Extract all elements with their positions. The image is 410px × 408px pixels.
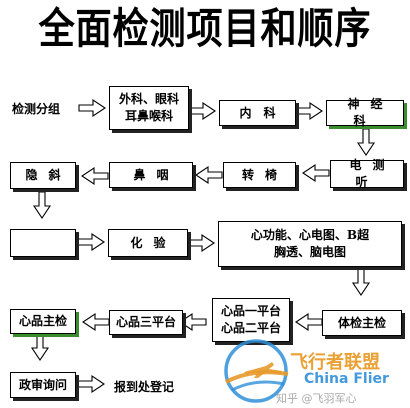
- watermark-brand: 飞行者联盟: [290, 352, 380, 373]
- step-huayan: 化验: [108, 229, 188, 257]
- arrow-xinpinzhujian-to-zhengshen: [31, 333, 49, 361]
- start-node: 检测分组: [12, 102, 61, 116]
- arrow-tijian-to-xinpin12: [295, 313, 323, 331]
- step-biyan: 鼻咽: [109, 162, 193, 188]
- step-neike: 内 科: [219, 100, 296, 126]
- step-waike-line1: 外科、眼科: [118, 92, 179, 106]
- step-xinpinzhujian: 心品主检: [10, 309, 76, 334]
- step-xinpin12: 心品一平台 心品二平台: [212, 298, 290, 342]
- step-zhuanyi: 转椅: [223, 162, 296, 188]
- arrow-start-to-waike: [78, 99, 106, 117]
- step-waike: 外科、眼科 耳鼻喉科: [109, 86, 189, 130]
- arrow-yinxie-to-santong: [33, 191, 51, 219]
- arrow-zhuanyi-to-biyan: [195, 166, 223, 184]
- arrow-santong-to-huayan: [77, 233, 105, 251]
- china-flier-logo-icon: [224, 339, 289, 403]
- arrow-zhengshen-to-end: [77, 375, 105, 393]
- arrow-neike-to-shenjing: [295, 102, 323, 120]
- arrow-xinpin12-to-xinpin3: [179, 313, 207, 331]
- end-node: 报到处登记: [114, 380, 175, 394]
- step-xinpin12-line1: 心品一平台: [220, 304, 281, 318]
- step-waike-line2: 耳鼻喉科: [124, 109, 173, 123]
- step-santong: [10, 229, 76, 257]
- arrow-huayan-to-xingongneng: [187, 234, 215, 252]
- step-zhengshen: 政审询问: [10, 372, 76, 398]
- diagram-title: 全面检测项目和顺序: [38, 4, 372, 53]
- step-yinxie: 隐斜: [10, 162, 76, 189]
- arrow-xinpin3-to-xinpinzhujian: [82, 313, 110, 331]
- arrow-waike-to-neike: [188, 102, 216, 120]
- watermark-credit: 知乎 @飞羽军心: [276, 392, 357, 405]
- arrow-shenjing-to-dianceting: [357, 128, 375, 156]
- step-dianceting: 电测听: [330, 158, 404, 189]
- step-xingongneng-line2: 胸透、脑电图: [273, 245, 346, 259]
- step-tijian: 体检主检: [322, 310, 402, 336]
- step-shenjing: 神经科: [326, 97, 404, 128]
- step-xingongneng: 心功能、心电图、B超 胸透、脑电图: [218, 221, 402, 267]
- step-xingongneng-line1: 心功能、心电图、B超: [250, 228, 370, 242]
- arrow-dianceting-to-zhuanyi: [302, 164, 330, 182]
- step-xinpin12-line2: 心品二平台: [220, 321, 281, 335]
- arrow-xingongneng-to-tijian: [352, 268, 370, 296]
- step-xinpin3: 心品三平台: [109, 310, 183, 335]
- watermark-brand-en: China Flier: [304, 371, 389, 387]
- arrow-biyan-to-yinxie: [81, 167, 109, 185]
